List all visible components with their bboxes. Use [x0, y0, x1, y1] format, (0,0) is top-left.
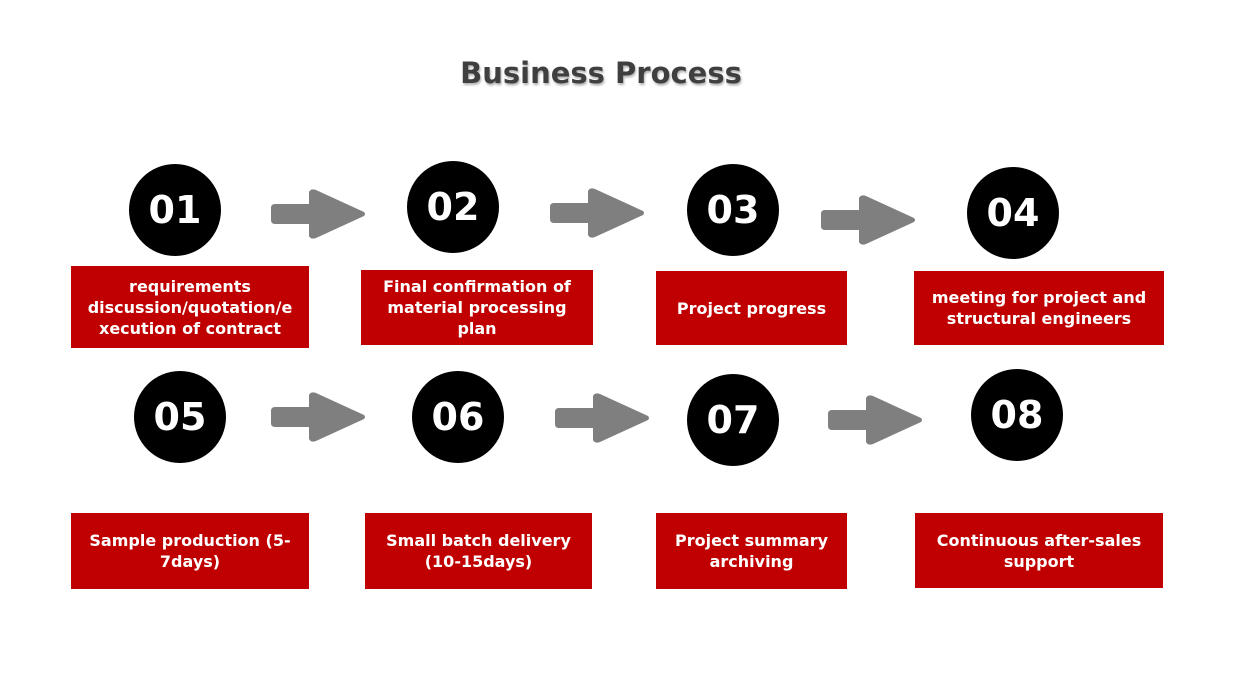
step-label-01: requirements discussion/quotation/e xecu…	[71, 266, 309, 348]
step-number-05: 05	[134, 371, 226, 463]
step-number-03: 03	[687, 164, 779, 256]
arrow-right-icon	[821, 195, 915, 245]
step-number-08: 08	[971, 369, 1063, 461]
step-label-08: Continuous after-sales support	[915, 513, 1163, 588]
step-label-02: Final confirmation of material processin…	[361, 270, 593, 345]
arrow-right-icon	[828, 395, 922, 445]
step-label-07: Project summary archiving	[656, 513, 847, 589]
page-title: Business Process	[460, 56, 742, 90]
step-number-06: 06	[412, 371, 504, 463]
step-number-01: 01	[129, 164, 221, 256]
step-label-04: meeting for project and structural engin…	[914, 271, 1164, 345]
step-label-03: Project progress	[656, 271, 847, 345]
arrow-right-icon	[555, 393, 649, 443]
step-number-07: 07	[687, 374, 779, 466]
step-label-05: Sample production (5-7days)	[71, 513, 309, 589]
step-number-02: 02	[407, 161, 499, 253]
step-label-06: Small batch delivery (10-15days)	[365, 513, 592, 589]
arrow-right-icon	[271, 392, 365, 442]
arrow-right-icon	[550, 188, 644, 238]
step-number-04: 04	[967, 167, 1059, 259]
arrow-right-icon	[271, 189, 365, 239]
